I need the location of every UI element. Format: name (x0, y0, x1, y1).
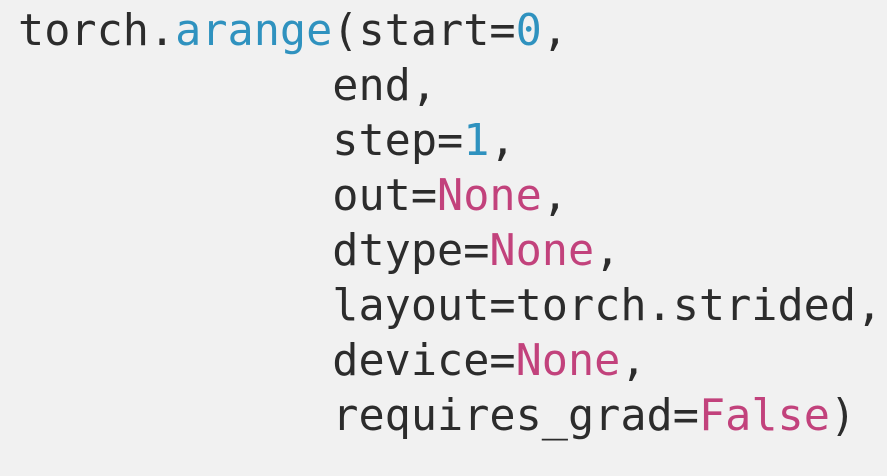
code-token-default: requires_grad= (332, 391, 699, 441)
code-token-indent (18, 61, 332, 111)
code-token-default: end, (332, 61, 438, 111)
code-token-indent (18, 391, 332, 441)
code-line-0: torch.arange(start=0, (18, 4, 887, 59)
code-token-default: dtype= (332, 226, 490, 276)
code-token-indent (18, 226, 332, 276)
code-token-indent (18, 116, 332, 166)
code-line-2: step=1, (18, 114, 887, 169)
code-token-default: , (594, 226, 621, 276)
code-line-3: out=None, (18, 169, 887, 224)
code-token-default: torch. (18, 6, 176, 56)
code-token-default: , (541, 6, 569, 56)
code-token-default: , (620, 336, 647, 386)
code-token-const: False (698, 391, 830, 441)
code-token-indent (18, 281, 332, 331)
code-token-default: , (541, 171, 569, 221)
code-token-default: step= (332, 116, 464, 166)
code-token-default: device= (332, 336, 516, 386)
code-token-const: None (515, 336, 621, 386)
code-line-1: end, (18, 59, 887, 114)
code-token-default: layout=torch.strided, (332, 281, 883, 331)
code-token-indent (18, 336, 332, 386)
code-token-indent (18, 171, 332, 221)
code-token-default: , (489, 116, 516, 166)
code-token-default: (start= (332, 6, 516, 56)
code-token-func: arange (175, 6, 333, 56)
code-token-number: 1 (463, 116, 490, 166)
code-token-default: out= (332, 171, 438, 221)
code-token-default: ) (829, 391, 857, 441)
code-token-const: None (437, 171, 542, 221)
code-line-7: requires_grad=False) (18, 389, 887, 444)
code-token-number: 0 (515, 6, 542, 56)
code-line-5: layout=torch.strided, (18, 279, 887, 334)
code-line-6: device=None, (18, 334, 887, 389)
code-line-4: dtype=None, (18, 224, 887, 279)
code-token-const: None (489, 226, 595, 276)
